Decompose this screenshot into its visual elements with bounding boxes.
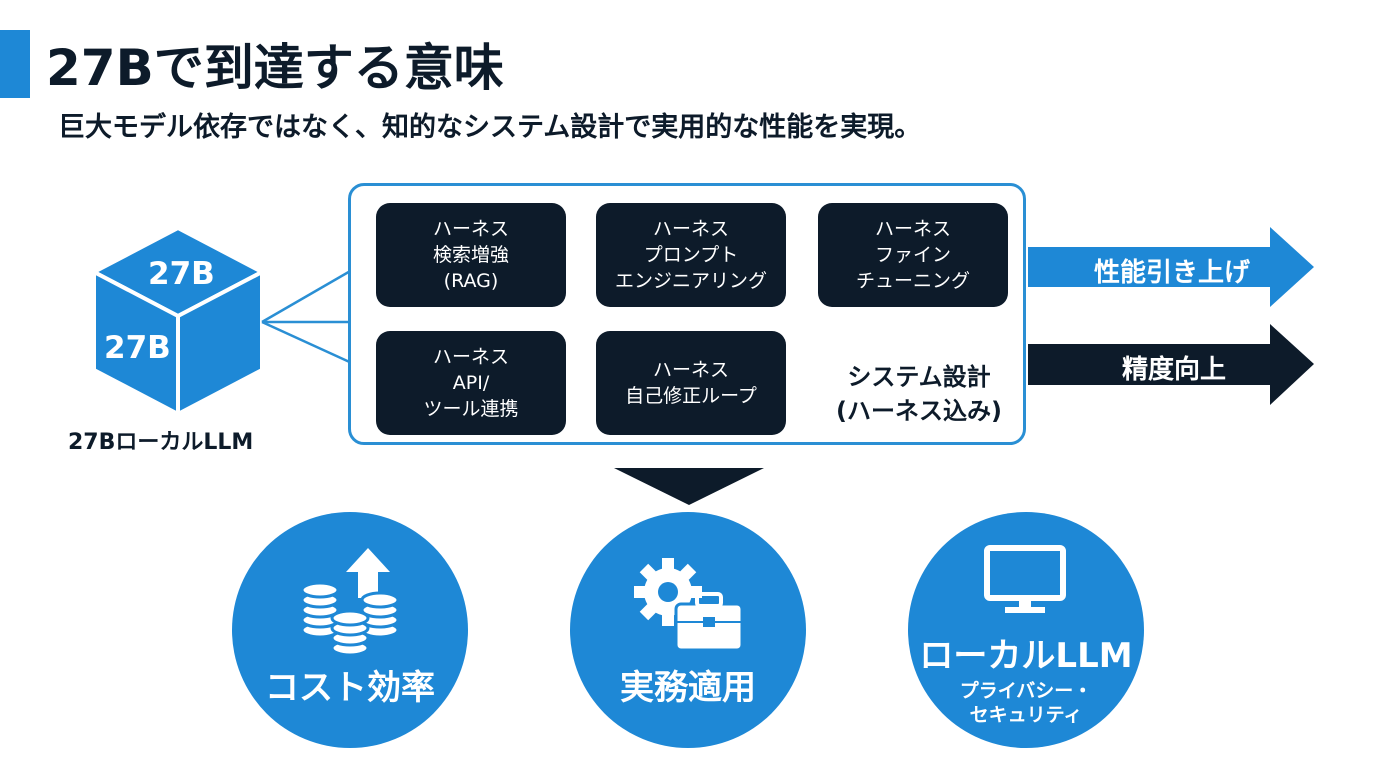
model-cube [92,226,264,416]
harness-name: API/ [452,372,490,394]
title-accent-bar [0,30,30,98]
harness-name: 自己修正ループ [625,385,757,407]
harness-label: ハーネス [652,218,729,240]
harness-fine-tuning: ハーネス ファイン チューニング [818,203,1008,307]
harness-rag: ハーネス 検索増強 (RAG) [376,203,566,307]
benefit-local-label: ローカルLLM [919,636,1133,676]
system-label-line2: (ハーネス込み) [836,397,1002,425]
harness-prompt-engineering: ハーネス プロンプト エンジニアリング [596,203,786,307]
harness-label: ハーネス [652,359,729,381]
model-caption: 27BローカルLLM [68,430,254,455]
harness-name: プロンプト [643,244,739,266]
monitor-icon [984,545,1066,613]
benefit-cost-label: コスト効率 [265,668,435,708]
harness-label: ハーネス [874,218,951,240]
harness-detail: チューニング [855,270,970,292]
arrow-accuracy-label: 精度向上 [1122,355,1227,385]
benefit-practical-label: 実務適用 [620,668,756,708]
benefit-circle-local [908,512,1144,748]
harness-name: ファイン [874,244,951,266]
harness-detail: ツール連携 [423,398,519,420]
benefit-local-sub1: プライバシー・ [959,680,1093,702]
harness-name: 検索増強 [432,244,509,266]
harness-self-correction: ハーネス 自己修正ループ [596,331,786,435]
system-design-label: システム設計 (ハーネス込み) [826,360,1012,428]
gear-briefcase-icon [634,558,744,652]
system-label-line1: システム設計 [847,363,991,391]
page-title: 27Bで到達する意味 [46,39,504,97]
page-subtitle: 巨大モデル依存ではなく、知的なシステム設計で実用的な性能を実現。 [58,112,922,143]
benefit-local-sub2: セキュリティ [969,704,1083,726]
harness-api-tools: ハーネス API/ ツール連携 [376,331,566,435]
harness-detail: エンジニアリング [614,270,767,292]
harness-label: ハーネス [432,346,509,368]
coin-stacks-up-arrow-icon [300,548,400,657]
harness-label: ハーネス [432,218,509,240]
down-arrow-triangle [614,468,764,505]
harness-detail: (RAG) [443,270,499,292]
arrow-performance [1028,227,1314,307]
cube-front-label: 27B [104,330,171,366]
cube-top-label: 27B [148,256,215,292]
arrow-performance-label: 性能引き上げ [1094,258,1251,288]
arrow-accuracy [1028,324,1314,405]
